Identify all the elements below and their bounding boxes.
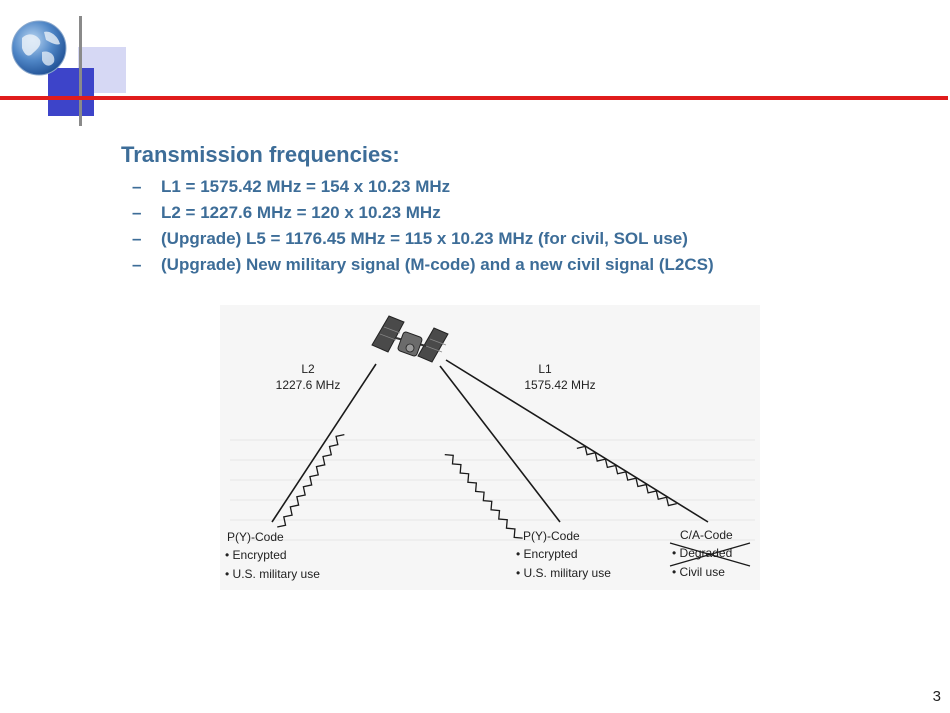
left-code-item: • Encrypted [225, 548, 287, 562]
decorative-square-dark [48, 68, 94, 116]
bullet-text: L1 = 1575.42 MHz = 154 x 10.23 MHz [161, 177, 451, 196]
bullet-marker: – [132, 255, 142, 274]
bullet-marker: – [132, 203, 142, 222]
l1-civil-wave [576, 445, 677, 507]
right-code-item: • Civil use [672, 565, 725, 579]
bullet-text: (Upgrade) New military signal (M-code) a… [161, 255, 714, 274]
degraded-cross-out [669, 542, 751, 567]
decorative-vertical-line [79, 16, 82, 126]
l2-beam [271, 363, 377, 523]
l1-military-wave [444, 454, 523, 539]
l1-civil-beam [445, 359, 709, 523]
bullet-item: –L1 = 1575.42 MHz = 154 x 10.23 MHz [132, 174, 714, 200]
satellite-icon [371, 315, 449, 363]
middle-code-item: • U.S. military use [516, 566, 611, 580]
bullet-item: –(Upgrade) New military signal (M-code) … [132, 252, 714, 278]
l2-frequency: 1227.6 MHz [276, 378, 341, 392]
left-code-title: P(Y)-Code [227, 530, 284, 544]
l2-label: L2 [301, 362, 315, 376]
bullet-text: L2 = 1227.6 MHz = 120 x 10.23 MHz [161, 203, 441, 222]
bullet-item: –L2 = 1227.6 MHz = 120 x 10.23 MHz [132, 200, 714, 226]
middle-code-item: • Encrypted [516, 547, 578, 561]
bullet-text: (Upgrade) L5 = 1176.45 MHz = 115 x 10.23… [161, 229, 688, 248]
left-code-item: • U.S. military use [225, 567, 320, 581]
bullet-marker: – [132, 229, 142, 248]
bullet-item: –(Upgrade) L5 = 1176.45 MHz = 115 x 10.2… [132, 226, 714, 252]
middle-code-title: P(Y)-Code [523, 529, 580, 543]
bullet-list: –L1 = 1575.42 MHz = 154 x 10.23 MHz –L2 … [132, 174, 714, 278]
header-rule [0, 96, 948, 100]
l2-wave [277, 433, 345, 528]
right-code-title: C/A-Code [680, 528, 733, 542]
l1-frequency: 1575.42 MHz [524, 378, 595, 392]
l1-military-beam [439, 365, 561, 523]
globe-icon [11, 20, 67, 76]
page-number: 3 [932, 688, 941, 705]
l1-label: L1 [538, 362, 552, 376]
gps-signal-diagram: L2 1227.6 MHz L1 1575.42 MHz P(Y)-Code •… [220, 305, 760, 590]
diagram-background [220, 305, 760, 590]
bullet-marker: – [132, 177, 142, 196]
slide-heading: Transmission frequencies: [121, 142, 400, 167]
